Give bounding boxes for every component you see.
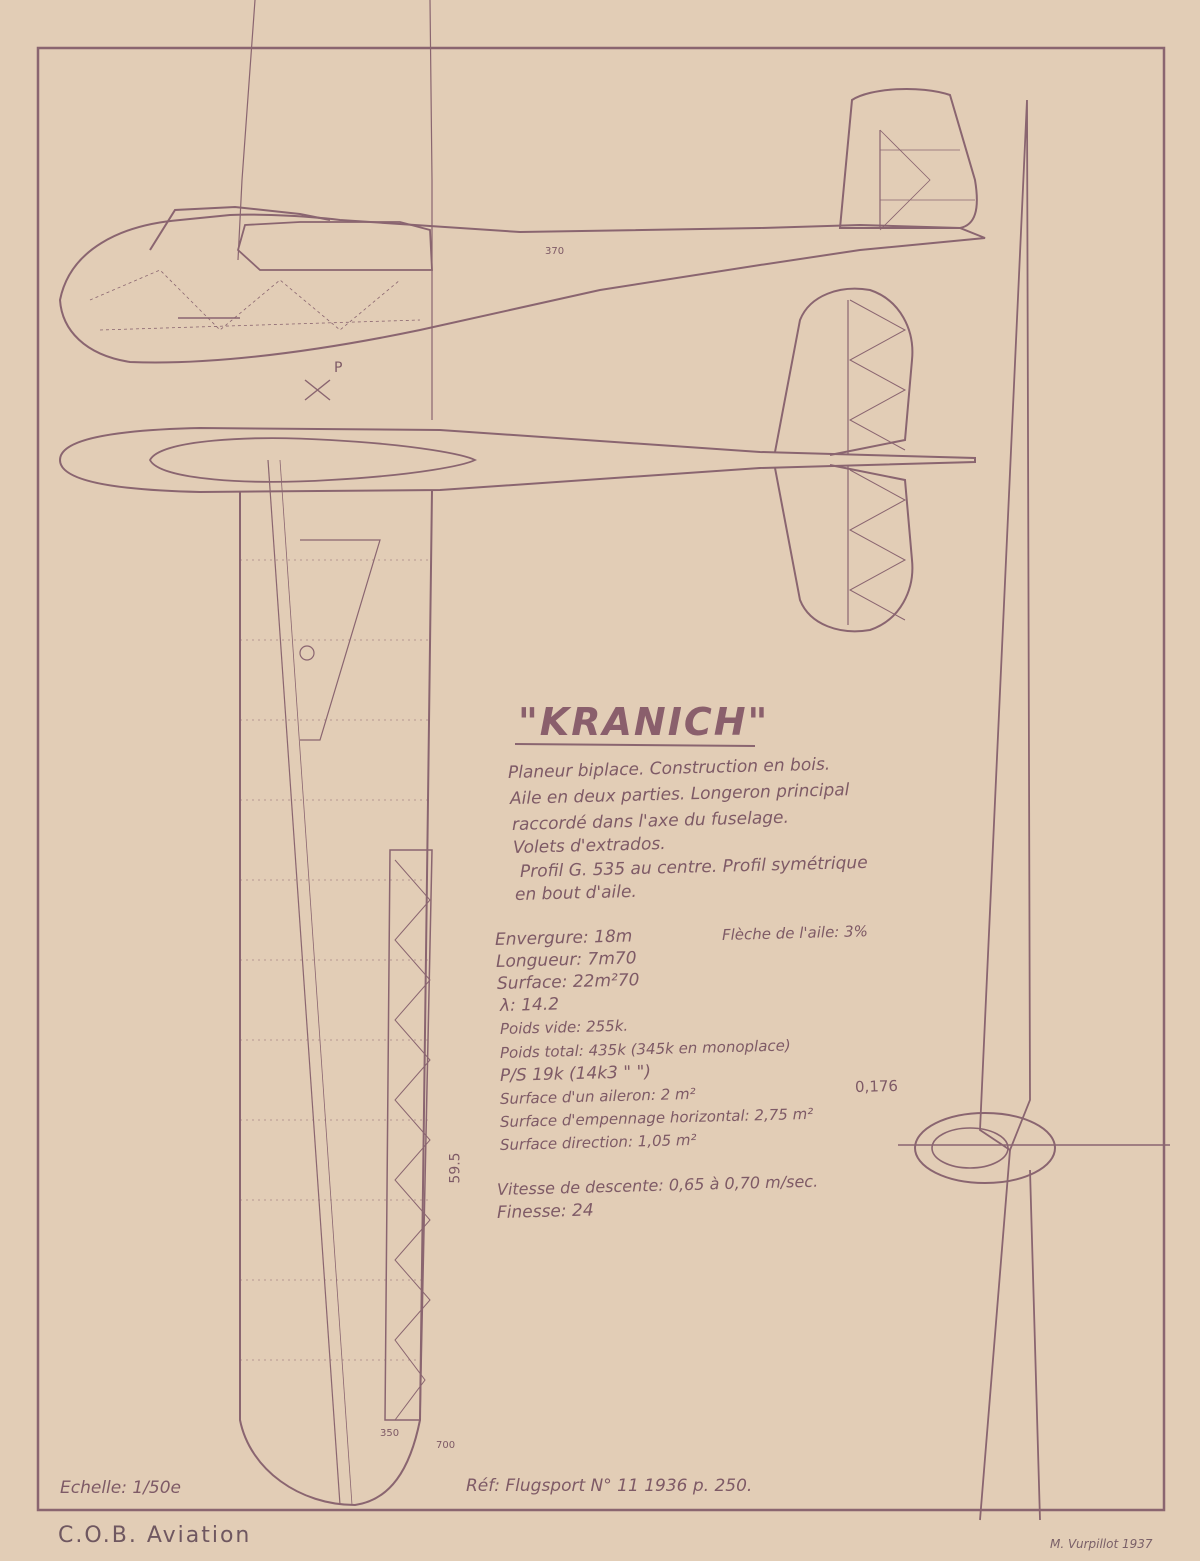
spec-surface: Surface: 22m²70 — [496, 970, 640, 994]
side-fuselage-outline — [58, 213, 986, 364]
top-elevator-zigzag-upper — [848, 299, 907, 451]
spec-poids-vide: Poids vide: 255k. — [499, 1016, 629, 1038]
top-stabilizer-lower — [774, 464, 914, 633]
spec-fleche: Flèche de l'aile: 3% — [721, 922, 869, 944]
top-stabilizer-upper — [774, 287, 914, 456]
top-wing — [239, 489, 433, 1507]
front-canopy — [931, 1127, 1009, 1169]
front-fuselage — [914, 1112, 1056, 1184]
wing-reference-line — [237, 0, 256, 261]
top-wing-spar — [267, 459, 341, 1506]
reference-label: Réf: Flugsport N° 11 1936 p. 250. — [466, 1476, 753, 1496]
plan-title: "KRANICH" — [518, 700, 770, 744]
side-fin-ribs — [879, 129, 975, 231]
top-aileron-zigzag — [394, 859, 431, 1421]
side-canopy-2 — [236, 221, 433, 271]
scale-label: Echelle: 1/50e — [60, 1478, 181, 1498]
description-line-6: en bout d'aile. — [514, 881, 638, 905]
spec-ps: P/S 19k (14k3 " ") — [499, 1062, 652, 1086]
title-underline — [514, 743, 756, 747]
publisher-stamp: C.O.B. Aviation — [58, 1523, 252, 1548]
front-wing-upper — [979, 99, 1031, 1152]
spec-allongement: λ: 14.2 — [499, 994, 560, 1016]
spec-envergure: Envergure: 18m — [494, 926, 633, 950]
wing-fitting-mark — [299, 645, 315, 661]
front-view — [898, 99, 1170, 1521]
pivot-mark — [304, 379, 331, 401]
description-line-4: Volets d'extrados. — [512, 834, 666, 858]
dimension-fuselage: 370 — [545, 246, 565, 257]
top-wing-ribs — [240, 559, 430, 1361]
front-wing-lower — [979, 1149, 1041, 1521]
top-elevator-zigzag-lower — [848, 469, 907, 621]
side-view — [58, 88, 986, 364]
dimension-tip-chord: 350 — [380, 1428, 400, 1439]
spec-aileron-note: 0,176 — [854, 1076, 899, 1096]
dimension-tip-offset: 700 — [436, 1440, 456, 1451]
spec-finesse: Finesse: 24 — [496, 1200, 594, 1223]
side-fin — [838, 88, 978, 229]
dimension-dihedral: 59.5 — [447, 1152, 464, 1184]
pivot-label: P — [334, 360, 343, 376]
top-view — [58, 287, 976, 1507]
top-wing-spar-2 — [279, 459, 353, 1506]
side-structure — [89, 269, 421, 331]
drawing-frame — [36, 46, 1166, 1512]
top-aileron — [384, 849, 433, 1421]
side-canopy — [149, 205, 331, 251]
top-fuselage — [58, 426, 976, 494]
spec-longueur: Longueur: 7m70 — [495, 948, 637, 972]
wing-reference-line-2 — [429, 0, 433, 420]
top-canopy — [148, 437, 478, 483]
author-signature: M. Vurpillot 1937 — [1050, 1537, 1153, 1551]
